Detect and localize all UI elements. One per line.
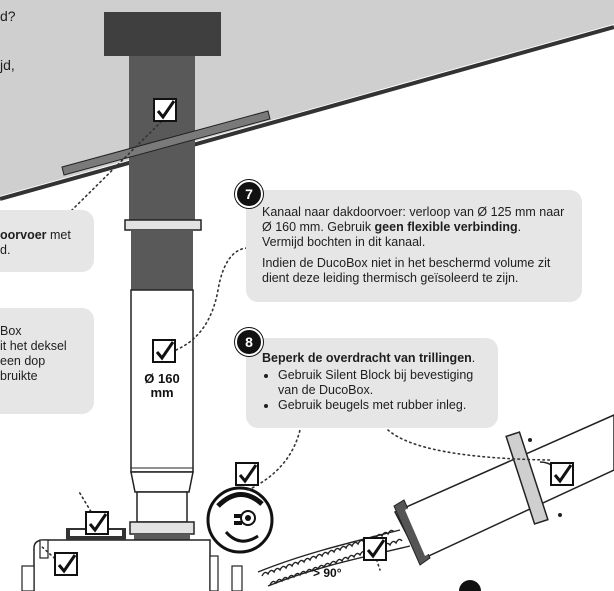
pipe-section-dark	[131, 230, 193, 290]
left-bubble-bottom: Box it het deksel een dop bruikte	[0, 308, 94, 414]
step-7-number-badge: 7	[235, 180, 263, 208]
checkmark-icon	[362, 536, 388, 562]
pipe-collar-top	[124, 219, 202, 231]
roof-flashing	[61, 110, 271, 176]
checkmark-icon	[151, 338, 177, 364]
pipe-section-white	[130, 289, 194, 473]
step-8-list-item: Gebruik beugels met rubber inleg.	[278, 398, 488, 413]
left-bubble-line: een dop	[0, 354, 46, 368]
pipe-diameter-label: Ø 160 mm	[144, 371, 180, 400]
checkmark-icon	[152, 97, 178, 123]
pipe-collar-bottom	[129, 521, 195, 535]
bend-angle-label: > 90°	[313, 566, 342, 580]
checkmark-icon	[53, 551, 79, 577]
left-bubble-line: it het deksel	[0, 339, 67, 353]
corner-text-1: d?	[0, 8, 16, 24]
left-bubble-line: Box	[0, 324, 22, 338]
diagonal-duct	[393, 414, 614, 566]
step-9-marker-partial	[459, 580, 481, 591]
left-bubble-top-line2: d.	[0, 243, 11, 257]
checkmark-icon	[234, 461, 260, 487]
left-bubble-top: oorvoer met d.	[0, 210, 94, 272]
checkmark-icon	[84, 510, 110, 536]
step-8-title: Beperk de overdracht van trillingen.	[262, 351, 476, 365]
step-8-list: Gebruik Silent Block bij bevestiging van…	[262, 368, 488, 413]
step-8-bubble: Beperk de overdracht van trillingen. Geb…	[246, 338, 498, 428]
step-8-list-item: Gebruik Silent Block bij bevestiging van…	[278, 368, 488, 398]
step-8-number-badge: 8	[235, 328, 263, 356]
pipe-reducer	[130, 471, 194, 493]
left-bubble-top-bold: oorvoer	[0, 228, 47, 242]
step-7-bubble: Kanaal naar dakdoorvoer: verloop van Ø 1…	[246, 190, 582, 302]
chimney-cap	[104, 12, 221, 56]
corner-text-2: jd,	[0, 57, 15, 73]
roof-edge	[0, 25, 614, 201]
left-bubble-line: bruikte	[0, 369, 38, 383]
left-bubble-top-rest: met	[46, 228, 71, 242]
checkmark-icon	[549, 461, 575, 487]
step-7-paragraph-1: Kanaal naar dakdoorvoer: verloop van Ø 1…	[262, 205, 565, 234]
step-7-paragraph-1b: Vermijd bochten in dit kanaal.	[262, 235, 426, 249]
step-7-paragraph-2: Indien de DucoBox niet in het beschermd …	[262, 256, 551, 285]
